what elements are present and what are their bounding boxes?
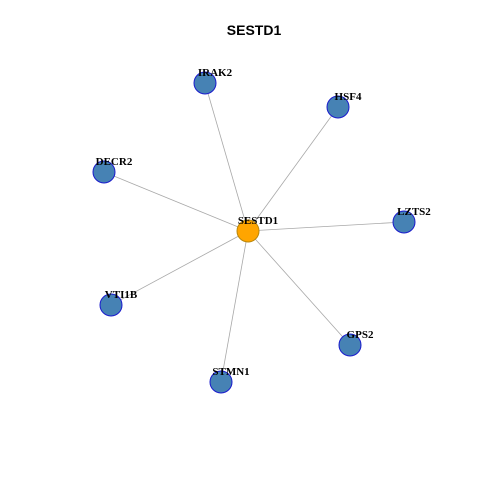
node-stmn1 xyxy=(209,370,233,394)
node-gps2 xyxy=(338,333,362,357)
node-label-hsf4: HSF4 xyxy=(335,91,362,103)
edge-sestd1-lzts2 xyxy=(247,221,405,232)
node-label-lzts2: LZTS2 xyxy=(397,206,431,218)
node-label-sestd1: SESTD1 xyxy=(238,215,278,227)
edge-layer xyxy=(103,82,405,383)
edge-sestd1-decr2 xyxy=(103,171,249,232)
node-decr2 xyxy=(92,160,116,184)
diagram-title: SESTD1 xyxy=(227,22,282,38)
node-lzts2 xyxy=(392,210,416,234)
edge-sestd1-stmn1 xyxy=(220,230,249,383)
node-layer xyxy=(92,71,416,394)
edge-sestd1-gps2 xyxy=(247,230,351,346)
node-label-irak2: IRAK2 xyxy=(198,67,233,79)
node-sestd1 xyxy=(236,219,260,243)
node-hsf4 xyxy=(326,95,350,119)
edge-sestd1-hsf4 xyxy=(247,106,339,232)
edge-sestd1-vti1b xyxy=(110,230,249,306)
node-vti1b xyxy=(99,293,123,317)
edge-sestd1-irak2 xyxy=(204,82,249,232)
node-irak2 xyxy=(193,71,217,95)
node-label-decr2: DECR2 xyxy=(96,156,133,168)
node-label-gps2: GPS2 xyxy=(347,329,374,341)
node-label-vti1b: VTI1B xyxy=(105,289,138,301)
node-label-stmn1: STMN1 xyxy=(212,366,249,378)
